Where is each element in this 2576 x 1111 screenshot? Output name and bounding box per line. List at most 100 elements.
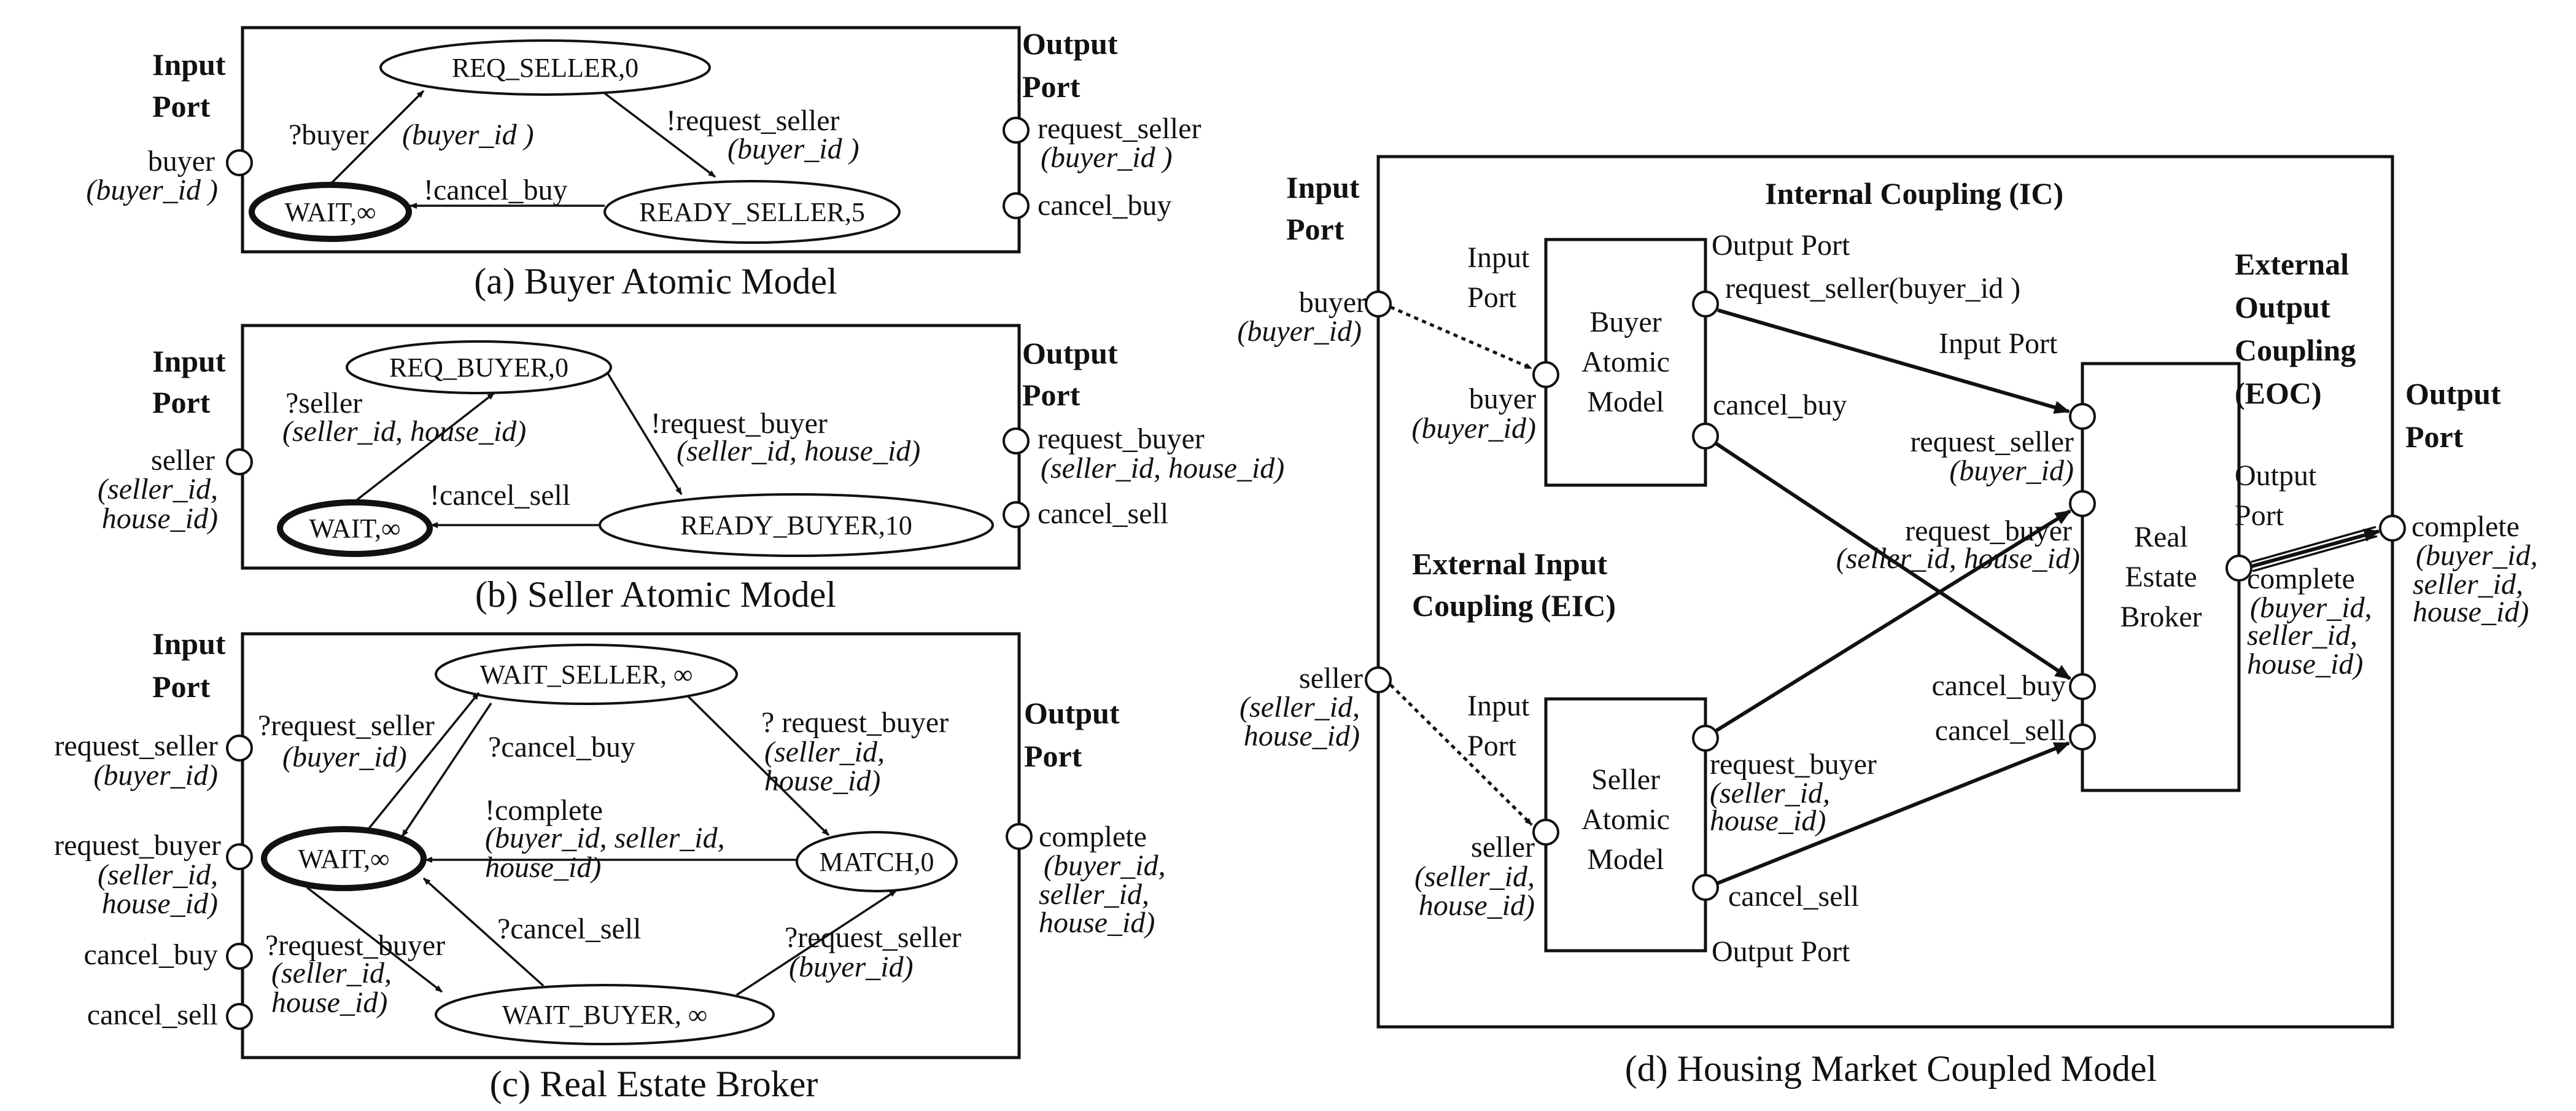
- ic-request-seller-arrow: [1717, 308, 2071, 414]
- cancel-buy-input-label: cancel_buy: [83, 938, 218, 971]
- output-port-title-line2: Port: [2405, 419, 2464, 454]
- output-port-title-line1: Output: [2405, 376, 2501, 411]
- broker-cancel-sell-label: cancel_sell: [1935, 714, 2066, 747]
- broker-request-seller-param: (buyer_id): [1949, 454, 2074, 487]
- transition-seller-label: ?seller: [285, 387, 362, 419]
- output-port-title-line2: Port: [1022, 69, 1080, 104]
- broker-name-line3: Broker: [2120, 601, 2202, 633]
- transition-request-seller-label: !request_seller: [666, 104, 840, 137]
- cancel-sell-input-label: cancel_sell: [87, 999, 218, 1031]
- transition-request-buyer-param: (seller_id, house_id): [677, 435, 920, 467]
- broker-output-port-title-line2: Port: [2235, 499, 2284, 532]
- input-port-title-line1: Input: [1286, 170, 1360, 205]
- output-port-title-line1: Output: [1022, 336, 1118, 370]
- eoc-line-2: [2252, 535, 2378, 572]
- buyer-input-port-label: buyer: [148, 145, 215, 177]
- broker-cancel-sell-port: [2069, 723, 2096, 750]
- request-buyer-input-param1: (seller_id,: [98, 859, 218, 891]
- seller-model-cancel-sell-port: [1692, 874, 1719, 901]
- state-wait-buyer: [435, 984, 775, 1045]
- transition-wait-to-req: [330, 90, 425, 184]
- state-match: [796, 831, 958, 892]
- transition-request-buyer-top-label: ? request_buyer: [761, 706, 949, 739]
- coupled-buyer-input-label: buyer: [1299, 286, 1366, 319]
- eic-buyer-arrow: [1390, 305, 1532, 370]
- transition-req-to-ready: [607, 373, 683, 495]
- eoc-complete-arrow: [2251, 528, 2381, 568]
- eic-label-line2: Coupling (EIC): [1412, 588, 1616, 623]
- coupled-buyer-input-port: [1365, 290, 1392, 318]
- seller-model-input-param2: house_id): [1419, 889, 1535, 922]
- buyer-model-name-line2: Atomic: [1581, 346, 1670, 378]
- broker-cancel-buy-port: [2069, 673, 2096, 700]
- state-match-label: MATCH,0: [819, 847, 934, 877]
- seller-model-name-line3: Model: [1587, 843, 1664, 876]
- caption-d: (d) Housing Market Coupled Model: [1625, 1048, 2157, 1089]
- broker-name-line2: Estate: [2125, 561, 2197, 593]
- seller-model-input-param1: (seller_id,: [1414, 860, 1535, 893]
- transition-cancel-buy-label: !cancel_buy: [424, 174, 568, 206]
- broker-name-line1: Real: [2134, 521, 2188, 553]
- coupled-seller-input-param2: house_id): [1244, 720, 1360, 752]
- panel-d-housing-market-coupled-model: Input Port Output Port Internal Coupling…: [1237, 155, 2538, 1089]
- request-seller-input-param: (buyer_id): [93, 759, 218, 792]
- transition-request-seller-param: (buyer_id ): [727, 133, 859, 165]
- eoc-label-line1: External: [2235, 247, 2349, 281]
- seller-model-request-buyer-label: request_buyer: [1710, 748, 1877, 781]
- buyer-model-cancel-buy-port: [1692, 423, 1719, 450]
- input-port-title-line2: Port: [152, 669, 211, 704]
- input-port-title-line2: Port: [152, 89, 211, 123]
- transition-wait-buyer-to-wait: [422, 877, 545, 987]
- transition-complete-param2: house_id): [485, 851, 601, 884]
- coupled-complete-output-param1: (buyer_id,: [2416, 539, 2538, 572]
- buyer-model-name-line3: Model: [1587, 386, 1664, 418]
- transition-complete-param1: (buyer_id, seller_id,: [485, 822, 725, 854]
- transition-cancel-sell-label: !cancel_sell: [430, 479, 570, 512]
- ic-cancel-buy-arrow: [1715, 442, 2071, 680]
- broker-request-seller-label: request_seller: [1910, 426, 2074, 458]
- transition-wait-to-req: [355, 392, 495, 502]
- seller-model-input-label: seller: [1471, 831, 1535, 863]
- buyer-model-input-param: (buyer_id): [1411, 412, 1536, 445]
- eoc-label-line3: Coupling: [2235, 333, 2356, 367]
- broker-output-port-title-line1: Output: [2235, 459, 2317, 492]
- eic-label-line1: External Input: [1412, 547, 1607, 581]
- buyer-model-output-port-title: Output Port: [1712, 229, 1850, 262]
- transition-request-buyer-top-param2: house_id): [764, 765, 880, 797]
- panel-a-buyer-atomic-model: Input Port Output Port buyer (buyer_id )…: [86, 26, 1201, 302]
- output-port-title-line1: Output: [1024, 696, 1120, 730]
- broker-input-port-title: Input Port: [1939, 327, 2058, 360]
- transition-request-seller-bottom-label: ?request_seller: [785, 921, 961, 954]
- input-port-title-line2: Port: [152, 385, 211, 419]
- coupled-complete-output-param2: seller_id,: [2413, 568, 2523, 601]
- state-wait-label: WAIT,∞: [298, 844, 389, 874]
- complete-output-param3: house_id): [1039, 906, 1155, 939]
- ic-label: Internal Coupling (IC): [1765, 176, 2063, 211]
- transition-complete-label: !complete: [485, 794, 603, 827]
- seller-model-request-buyer-param2: house_id): [1710, 805, 1826, 837]
- input-port-title-line2: Port: [1286, 212, 1344, 246]
- broker-request-buyer-label: request_buyer: [1905, 515, 2072, 547]
- seller-model-input-port: [1532, 819, 1559, 846]
- eoc-line-1: [2251, 526, 2376, 563]
- output-port-title-line1: Output: [1022, 26, 1118, 61]
- state-wait-label: WAIT,∞: [284, 197, 376, 227]
- eoc-label-line4: (EOC): [2235, 376, 2322, 410]
- transition-cancel-buy-label: ?cancel_buy: [488, 731, 635, 763]
- caption-b: (b) Seller Atomic Model: [475, 574, 836, 615]
- broker-request-seller-port: [2069, 403, 2096, 430]
- transition-request-buyer-top-param1: (seller_id,: [764, 736, 885, 768]
- coupled-complete-output-port: [2379, 515, 2406, 542]
- seller-model-name-line1: Seller: [1591, 763, 1660, 796]
- buyer-model-input-label: buyer: [1469, 383, 1536, 415]
- broker-complete-param3: house_id): [2247, 648, 2363, 680]
- transition-request-seller-param: (buyer_id): [282, 741, 407, 773]
- seller-model-input-port-title-line2: Port: [1467, 730, 1517, 762]
- transition-cancel-sell-label: ?cancel_sell: [497, 913, 642, 945]
- seller-model-name-line2: Atomic: [1581, 803, 1670, 836]
- buyer-model-cancel-buy-label: cancel_buy: [1713, 389, 1847, 421]
- transition-request-buyer-label: !request_buyer: [651, 407, 828, 440]
- state-req-seller: [379, 39, 711, 96]
- coupled-seller-input-label: seller: [1299, 662, 1363, 695]
- state-wait: [249, 182, 412, 242]
